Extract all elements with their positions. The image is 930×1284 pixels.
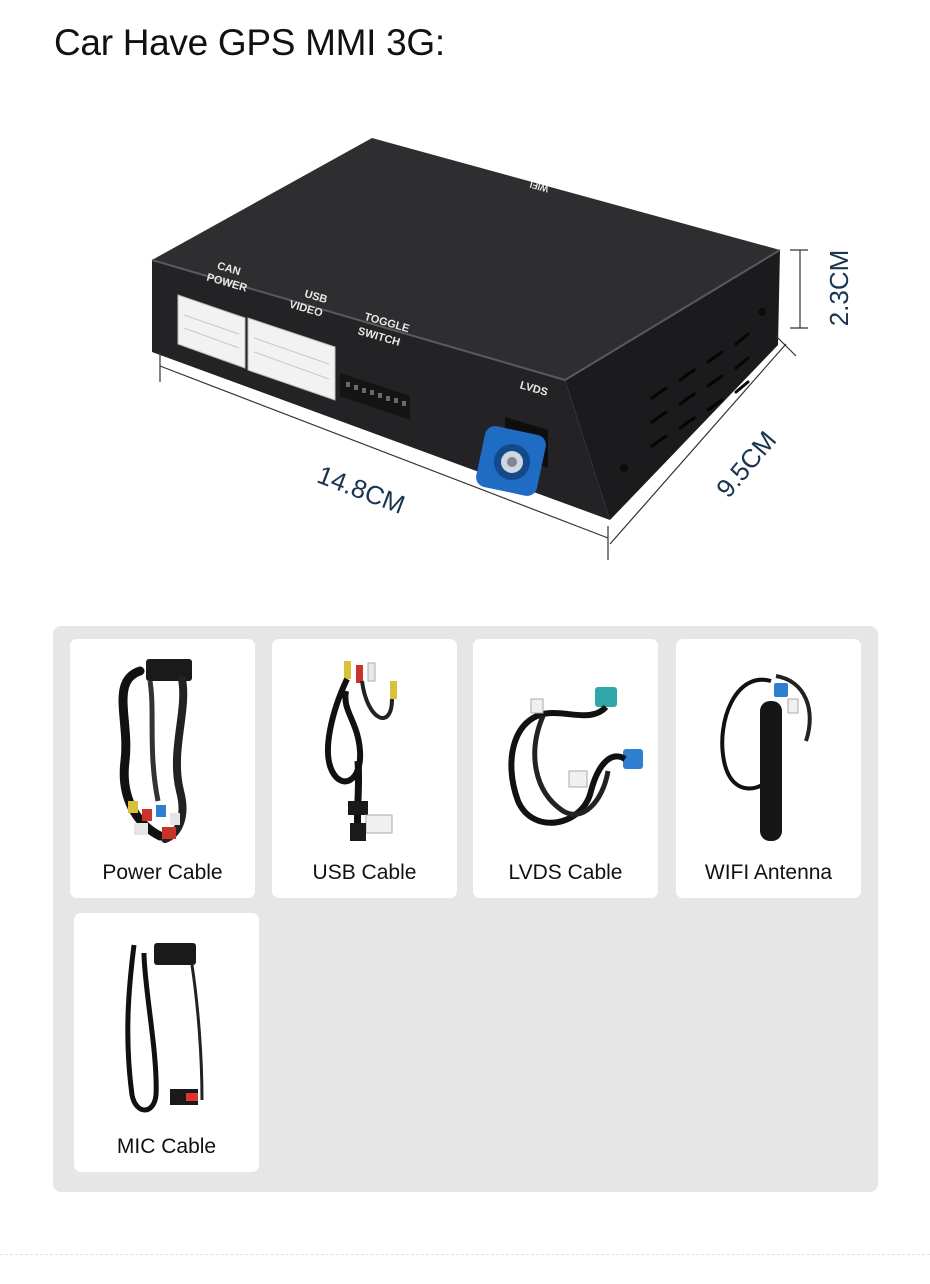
bottom-divider	[0, 1254, 930, 1255]
screw-icon	[620, 464, 628, 472]
can-power-connector	[177, 294, 246, 369]
lvds-connector	[476, 417, 548, 496]
toggle-switch	[340, 373, 410, 420]
power-cable-icon	[118, 659, 192, 843]
accessory-label: USB Cable	[312, 861, 417, 884]
device-top-face	[152, 138, 780, 380]
device-drawing: CAN POWER USB VIDEO TOGGLE SWITCH LVDS W…	[151, 138, 854, 560]
accessory-card-usb-cable: USB Cable	[272, 639, 457, 898]
lvds-cable-icon	[508, 687, 643, 826]
vent-slots	[650, 332, 750, 448]
length-dimension: 14.8CM	[313, 459, 409, 520]
mic-cable-icon	[125, 943, 204, 1113]
page-title: Car Have GPS MMI 3G:	[54, 22, 445, 63]
device-illustration: CAN POWER USB VIDEO TOGGLE SWITCH LVDS W…	[140, 130, 860, 570]
dimension-lines	[159, 249, 808, 560]
usb-video-connector	[247, 317, 336, 401]
accessory-label: LVDS Cable	[508, 861, 623, 884]
device-side-face	[565, 250, 780, 520]
accessory-label: Power Cable	[102, 861, 223, 884]
height-dimension: 2.3CM	[824, 250, 854, 327]
accessory-card-power-cable: Power Cable	[70, 639, 255, 898]
device-edge-highlight	[151, 249, 781, 382]
accessory-label: WIFI Antenna	[704, 861, 833, 884]
usb-cable-icon	[324, 661, 397, 841]
accessory-card-lvds-cable: LVDS Cable	[473, 639, 658, 898]
accessory-card-wifi-antenna: WIFI Antenna	[676, 639, 861, 898]
screw-icon	[758, 308, 766, 316]
accessories-panel: Power Cable USB Cable LVDS Cable	[53, 626, 878, 1192]
depth-dimension: 9.5CM	[710, 425, 782, 503]
wifi-antenna-icon	[720, 674, 812, 841]
accessory-label: MIC Cable	[116, 1135, 217, 1158]
accessory-card-mic-cable: MIC Cable	[74, 913, 259, 1172]
